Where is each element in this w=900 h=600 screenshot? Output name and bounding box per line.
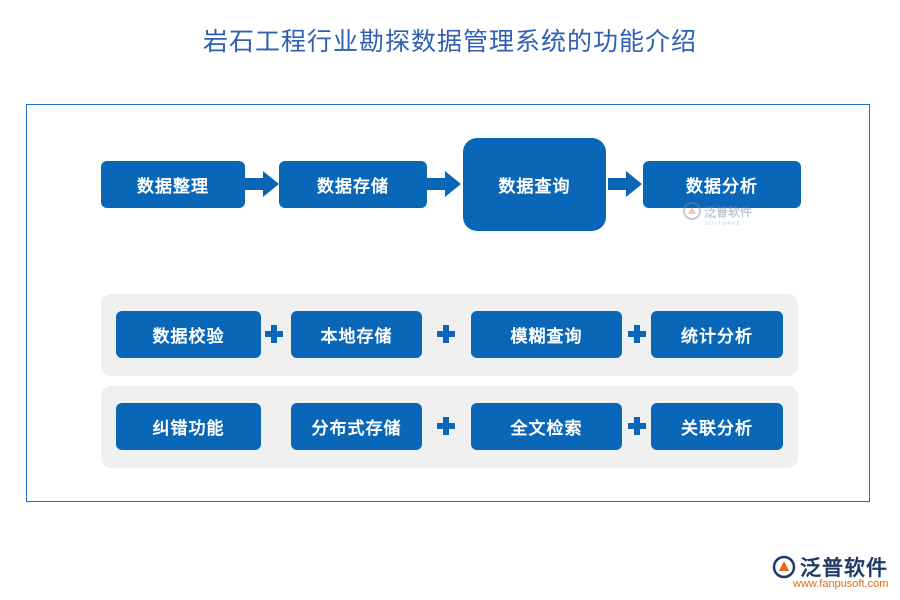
feature-fuzzy-query: 模糊查询 [471, 311, 622, 358]
feature-statistical-analysis: 统计分析 [651, 311, 783, 358]
feature-error-correction: 纠错功能 [116, 403, 261, 450]
fanpu-logo-icon [683, 202, 701, 220]
feature-data-validation: 数据校验 [116, 311, 261, 358]
watermark-subtext: FANPU SOFTWARE [705, 215, 741, 227]
plus-icon [628, 417, 646, 435]
plus-icon [628, 325, 646, 343]
brand-logo: 泛普软件 [772, 552, 888, 582]
plus-icon [265, 325, 283, 343]
plus-icon [437, 325, 455, 343]
watermark: 泛普软件 FANPU SOFTWARE [683, 202, 753, 227]
brand-name: 泛普软件 [800, 556, 888, 580]
page-title: 岩石工程行业勘探数据管理系统的功能介绍 [202, 27, 697, 56]
flow-step-analyze: 数据分析 [643, 161, 801, 208]
diagram-frame [26, 104, 870, 502]
feature-fulltext-search: 全文检索 [471, 403, 622, 450]
feature-distributed-storage: 分布式存储 [291, 403, 422, 450]
arrow-right-icon [608, 171, 642, 197]
flow-step-store: 数据存储 [279, 161, 427, 208]
flow-step-query: 数据查询 [463, 138, 606, 231]
brand-url: www.fanpusoft.com [793, 578, 889, 590]
feature-correlation-analysis: 关联分析 [651, 403, 783, 450]
arrow-right-icon [427, 171, 461, 197]
feature-local-storage: 本地存储 [291, 311, 422, 358]
watermark-text: 泛普软件 [704, 204, 753, 219]
fanpu-logo-icon [772, 555, 796, 579]
plus-icon [437, 417, 455, 435]
flow-step-organize: 数据整理 [101, 161, 245, 208]
arrow-right-icon [245, 171, 279, 197]
